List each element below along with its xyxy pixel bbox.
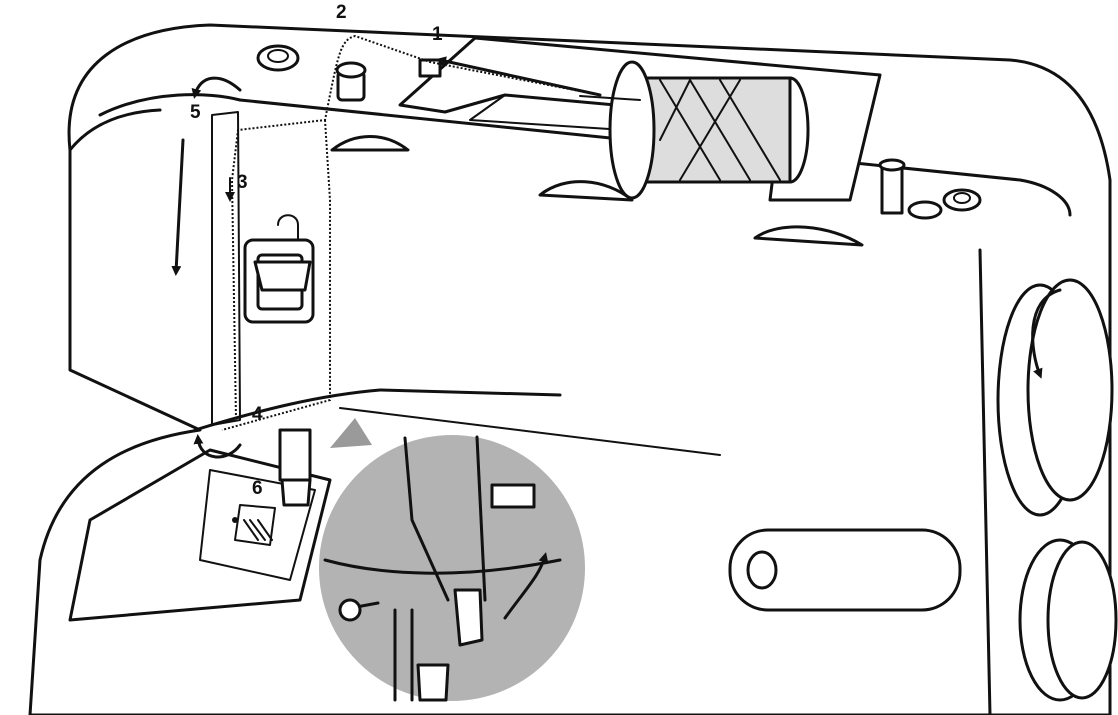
handwheel (996, 278, 1118, 702)
head-front-edges (339, 407, 721, 456)
step-label-6: 6 (252, 478, 263, 499)
step-label-3: 3 (237, 172, 248, 193)
inset-magnifier (315, 418, 589, 705)
step-label-4: 4 (252, 404, 263, 425)
front-panel-slot (728, 528, 962, 612)
direction-arrows (171, 56, 1062, 459)
bobbin-window (243, 214, 315, 324)
top-controls (256, 44, 982, 220)
thread-path (211, 34, 601, 431)
needle-plate (68, 428, 332, 622)
top-vents (330, 135, 864, 247)
step-label-5: 5 (190, 102, 201, 123)
spool (579, 60, 810, 200)
step-label-1: 1 (432, 24, 443, 45)
step-labels: 1 2 3 4 5 6 (190, 2, 443, 499)
step-label-2: 2 (336, 2, 347, 23)
